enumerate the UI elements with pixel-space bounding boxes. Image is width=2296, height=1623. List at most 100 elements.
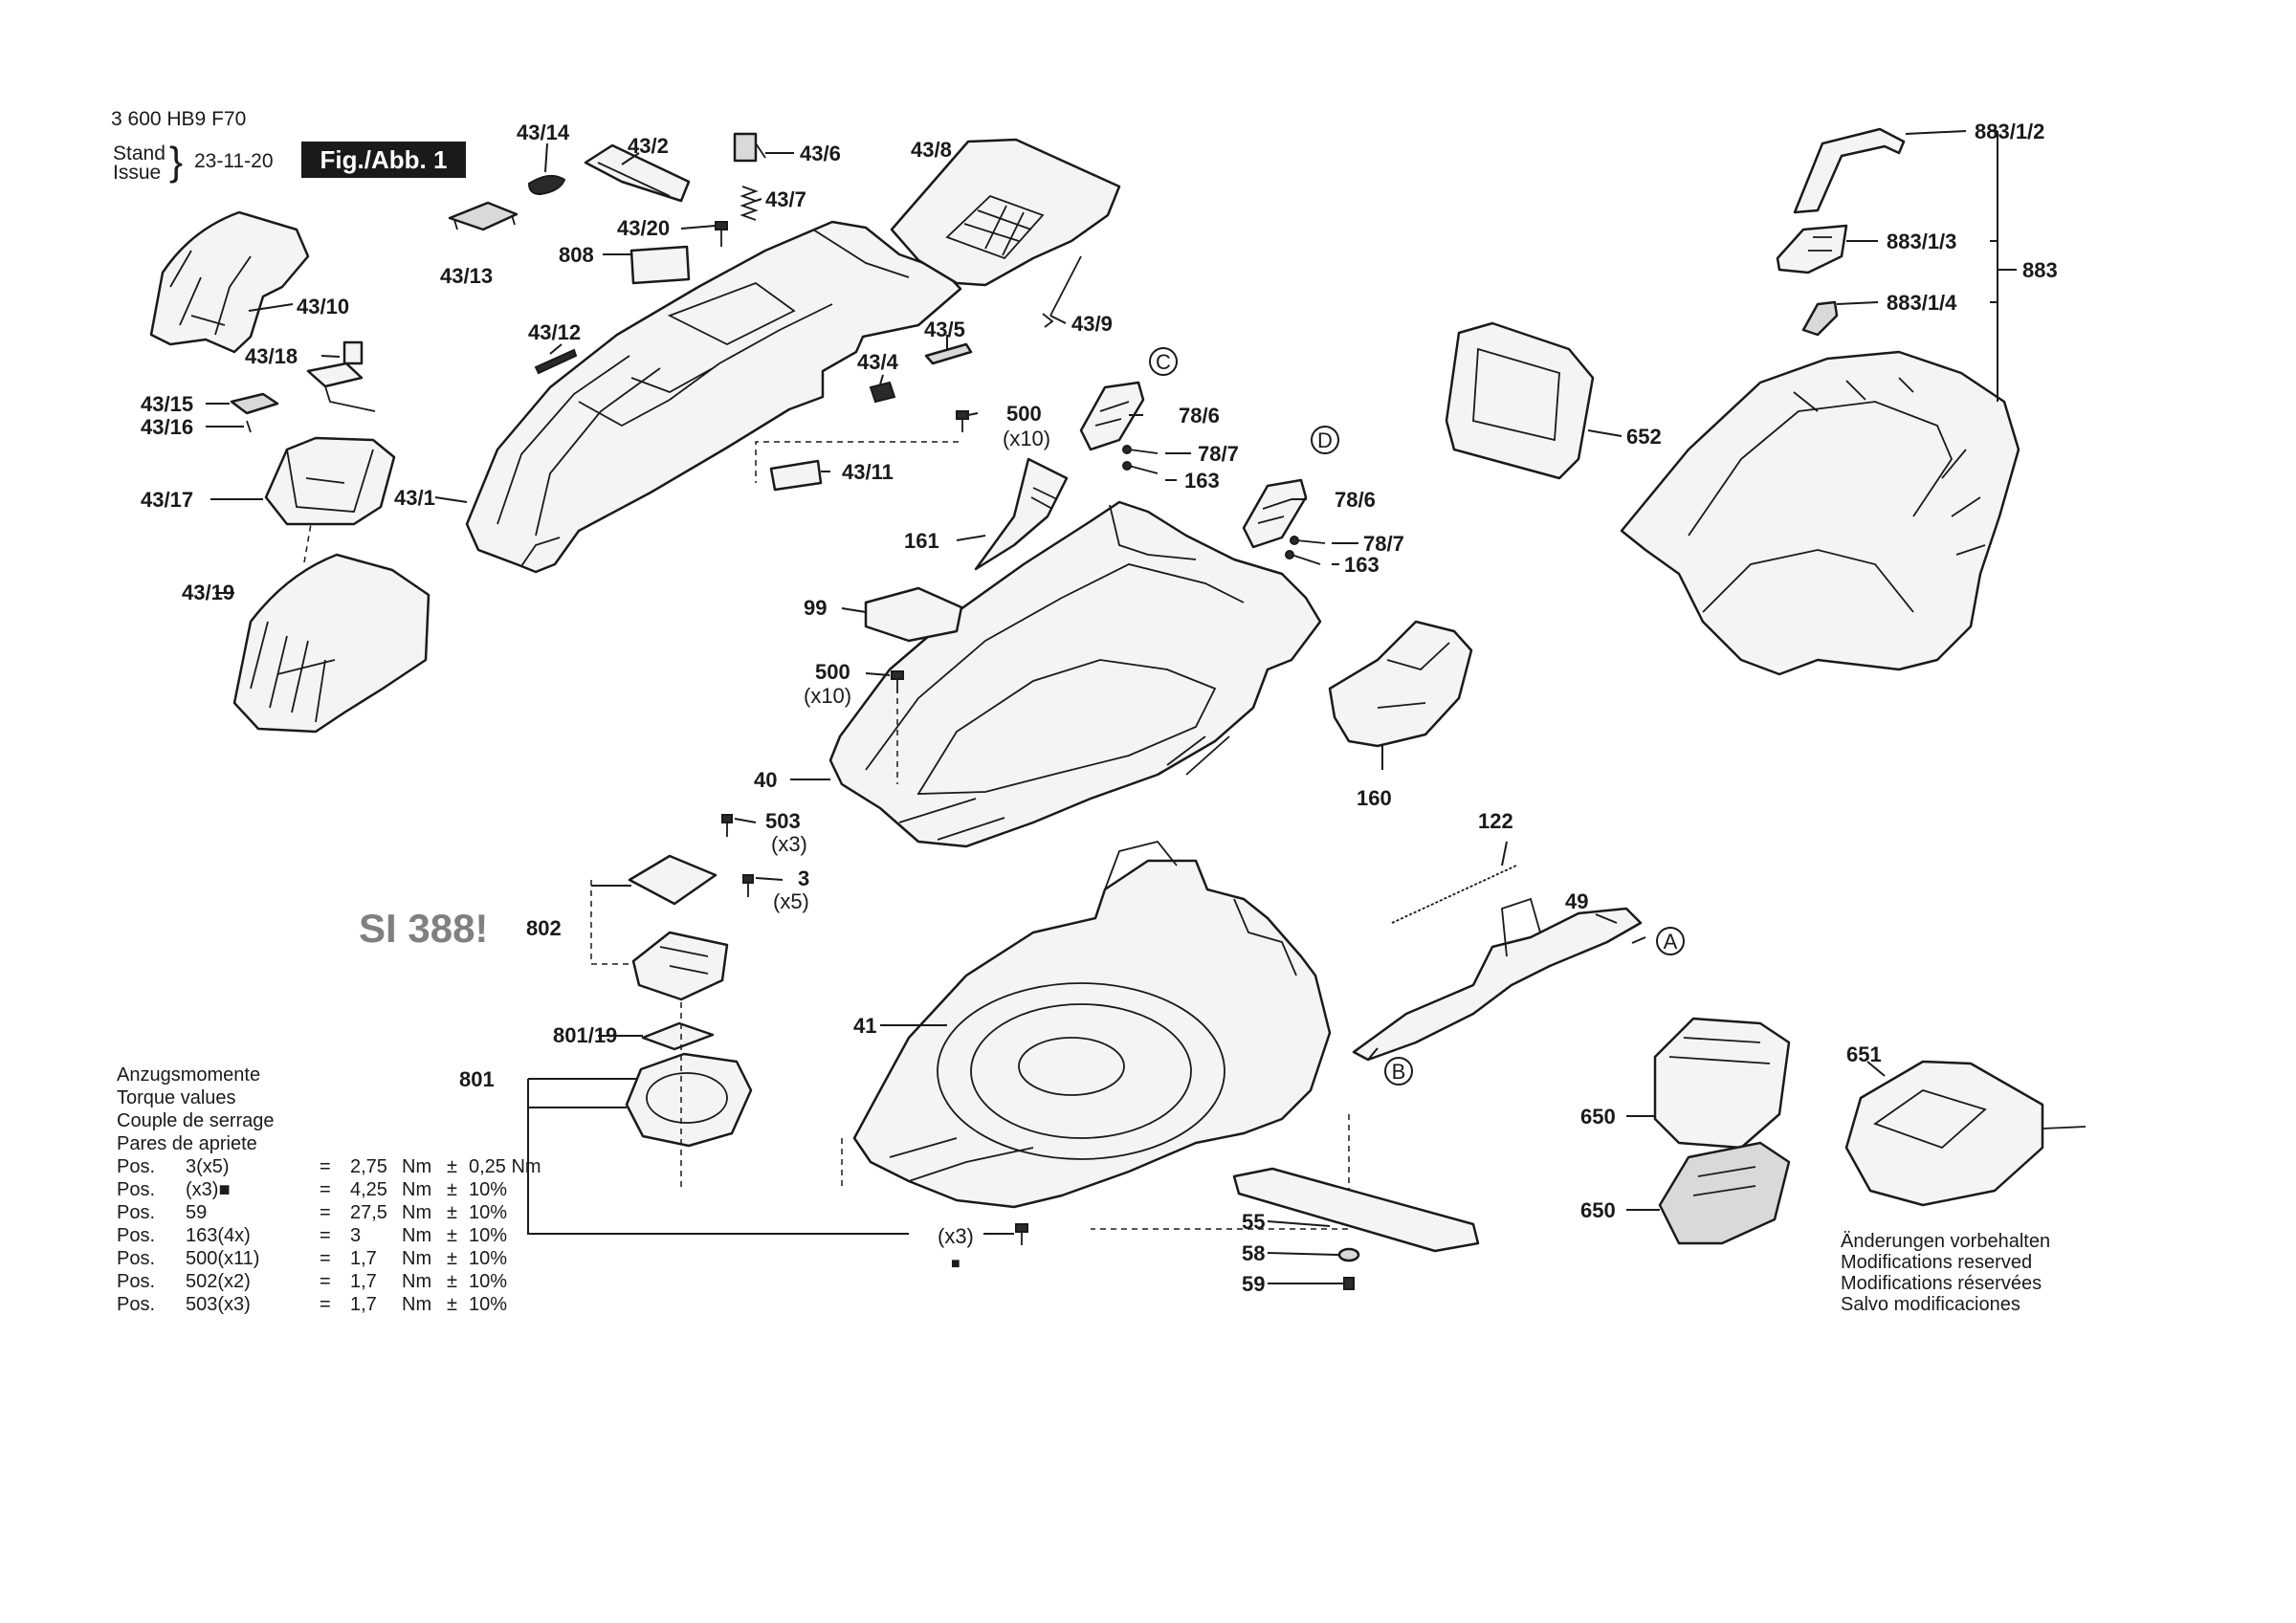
label-43-7: 43/7: [765, 187, 806, 211]
circle-marker-b: B: [1384, 1057, 1413, 1086]
part-651-charger: [1844, 1060, 2086, 1207]
guide-line-43-17: [303, 523, 312, 563]
part-55-blade: [1232, 1167, 1480, 1253]
label-43-1: 43/1: [394, 486, 435, 510]
label-122: 122: [1478, 809, 1513, 833]
issue-date: 23-11-20: [194, 150, 274, 172]
label-883-1-3: 883/1/3: [1887, 230, 1956, 253]
label-49: 49: [1565, 889, 1588, 913]
torque-pos: Pos.: [117, 1179, 156, 1200]
label-883: 883: [2022, 258, 2058, 282]
circle-marker-c: C: [1149, 347, 1178, 376]
torque-eq: =: [320, 1156, 331, 1177]
torque-value: 2,75: [350, 1156, 387, 1177]
part-43-20-screw: [715, 221, 728, 247]
label-883-1-2: 883/1/2: [1975, 120, 2044, 143]
part-122-spring: [1391, 865, 1517, 924]
part-801-19-pad: [641, 1021, 715, 1051]
part-883-1-2-handle: [1793, 127, 1906, 214]
label-43-15: 43/15: [141, 392, 193, 416]
label-163-d: 163: [1344, 553, 1380, 577]
part-802-cover: [628, 854, 718, 906]
part-43-13-latch: [448, 201, 519, 231]
part-43-6-switch: [733, 132, 766, 163]
torque-pos: Pos.: [117, 1271, 156, 1292]
guide-line-500-upper: [755, 441, 959, 483]
part-43-9-spring: [1042, 255, 1082, 328]
part-163-screw-c: [1122, 461, 1159, 474]
part-652-window: [1445, 321, 1595, 480]
part-43-10-hood: [149, 210, 310, 354]
part-43-18-board: [306, 340, 376, 412]
circle-marker-c-label: C: [1156, 350, 1171, 374]
torque-tol: 10%: [469, 1271, 508, 1292]
part-43-17-housing: [264, 436, 396, 526]
torque-value: 1,7: [350, 1248, 377, 1269]
torque-item: 163(4x): [186, 1225, 251, 1246]
torque-title-de: Anzugsmomente: [117, 1064, 261, 1086]
part-160-chute: [1328, 620, 1473, 748]
torque-tol: 10%: [469, 1202, 508, 1223]
torque-pm: ±: [447, 1179, 457, 1200]
label-43-6: 43/6: [800, 142, 841, 165]
torque-pos: Pos.: [117, 1225, 156, 1246]
part-99-pad: [864, 586, 963, 643]
torque-eq: =: [320, 1294, 331, 1315]
mod-note-fr: Modifications réservées: [1841, 1273, 2042, 1294]
label-160: 160: [1357, 786, 1392, 810]
part-3-screw: [742, 874, 754, 897]
label-500-lower: 500: [815, 660, 850, 684]
torque-pm: ±: [447, 1271, 457, 1292]
label-99: 99: [804, 596, 827, 620]
label-43-20: 43/20: [617, 216, 670, 240]
label-43-19: 43/19: [182, 581, 234, 604]
torque-value: 27,5: [350, 1202, 387, 1223]
torque-pos: Pos.: [117, 1248, 156, 1269]
label-43-18: 43/18: [245, 344, 298, 368]
guide-line-deck-bolts: [841, 1114, 1350, 1230]
service-info-notice: SI 388!: [359, 906, 489, 951]
circle-marker-d-label: D: [1317, 428, 1333, 452]
part-43-16-spring: [246, 420, 252, 433]
torque-pos: Pos.: [117, 1294, 156, 1315]
torque-unit: Nm: [402, 1202, 432, 1223]
torque-unit: Nm: [402, 1294, 432, 1315]
torque-pos: Pos.: [117, 1202, 156, 1223]
label-500-upper: 500: [1006, 402, 1042, 426]
label-163-c: 163: [1184, 469, 1220, 493]
part-78-6-bracket-c: [1079, 381, 1145, 451]
part-43-8-grip: [890, 138, 1121, 287]
label-78-6-c: 78/6: [1179, 404, 1220, 428]
label-500-lower-qty: (x10): [804, 684, 851, 708]
torque-item: (x3)■: [186, 1179, 231, 1200]
part-802-board: [631, 931, 729, 1001]
part-43-14-cap: [527, 174, 566, 196]
torque-pm: ±: [447, 1156, 457, 1177]
part-labels: 43/14 43/2 43/6 43/8 43/7 43/20 808 43/1…: [141, 120, 2058, 1296]
part-43-7-spring: [740, 186, 759, 221]
torque-value: 1,7: [350, 1294, 377, 1315]
torque-tol: 0,25 Nm: [469, 1156, 541, 1177]
mod-note-es: Salvo modificaciones: [1841, 1294, 2020, 1315]
torque-title-en: Torque values: [117, 1087, 236, 1108]
torque-tol: 10%: [469, 1225, 508, 1246]
torque-unit: Nm: [402, 1271, 432, 1292]
torque-pm: ±: [447, 1294, 457, 1315]
torque-tol: 10%: [469, 1179, 508, 1200]
label-59: 59: [1242, 1272, 1265, 1296]
label-x3-mark: ■: [951, 1256, 960, 1272]
document-number: 3 600 HB9 F70: [111, 108, 247, 130]
label-651: 651: [1846, 1042, 1882, 1066]
part-78-6-bracket-d: [1242, 478, 1308, 549]
torque-pm: ±: [447, 1202, 457, 1223]
part-59-bolt: [1343, 1277, 1355, 1290]
part-883-grass-box: [1620, 350, 2020, 676]
torque-item: 500(x11): [186, 1248, 260, 1269]
torque-item: 503(x3): [186, 1294, 251, 1315]
stand-label: Stand: [113, 143, 166, 164]
label-43-12: 43/12: [528, 320, 581, 344]
